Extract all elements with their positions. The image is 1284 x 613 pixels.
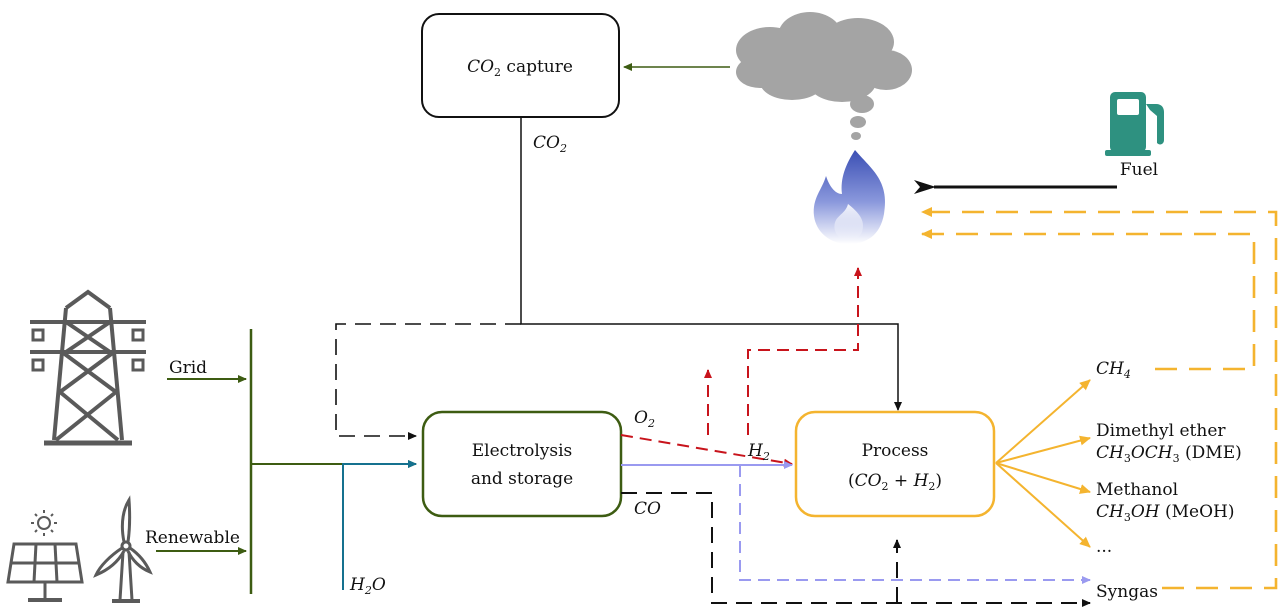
process-node: Process (CO2 + H2): [794, 410, 996, 518]
solar-panel-icon: [6, 542, 84, 602]
product-arrows: [995, 379, 1091, 548]
water-label: H2O: [349, 575, 386, 597]
co-to-syngas-dashed: [621, 492, 1091, 607]
h2-to-syngas-dashed: [739, 465, 1091, 584]
electrolysis-line2: and storage: [471, 469, 573, 489]
smoke-cloud-icon: [736, 12, 912, 140]
grid-label: Grid: [169, 358, 207, 378]
process-label: Process: [862, 441, 929, 461]
product-arrow-ch4: [995, 379, 1091, 464]
product-more: ...: [1096, 537, 1112, 557]
sun-icon: [31, 510, 57, 536]
wind-turbine-icon: [93, 495, 153, 603]
co2-capture-label: CO2 capture: [467, 57, 573, 79]
product-arrow-meoh: [995, 462, 1091, 494]
product-arrow-more: [995, 462, 1091, 548]
process-formula: (CO2 + H2): [848, 471, 942, 493]
electrolysis-node: Electrolysis and storage: [421, 410, 623, 518]
product-dme-name: Dimethyl ether: [1096, 421, 1226, 441]
syngas-to-flame-dashed: [921, 207, 1278, 590]
fuel-label: Fuel: [1120, 160, 1158, 180]
product-arrow-dme: [995, 435, 1091, 464]
methane-to-flame-dashed: [921, 229, 1256, 371]
h2-flow-label: H2: [747, 441, 770, 463]
fuel-pump-icon: [1105, 92, 1164, 156]
product-meoh-name: Methanol: [1096, 480, 1178, 500]
co2-supply-line: [520, 117, 902, 411]
product-ch4: CH4: [1096, 359, 1131, 381]
flame-icon: [813, 150, 886, 244]
product-meoh-formula: CH3OH (MeOH): [1096, 502, 1235, 524]
co2-to-electrolysis-dashed: [335, 323, 521, 440]
product-syngas: Syngas: [1096, 582, 1158, 602]
electrolysis-line1: Electrolysis: [472, 441, 573, 461]
o2-to-flame-dashed: [747, 267, 862, 435]
power-tower-icon: [30, 289, 146, 446]
o2-flow-label: O2: [634, 408, 655, 430]
water-feed-arrow: [342, 460, 417, 590]
o2-to-process-dashed: [620, 434, 793, 467]
product-dme-formula: CH3OCH3 (DME): [1096, 443, 1242, 465]
co-flow-label: CO: [634, 499, 661, 519]
renewable-label: Renewable: [145, 528, 240, 548]
co2-capture-node: CO2 capture: [421, 13, 620, 118]
co2-flow-label: CO2: [533, 133, 567, 155]
